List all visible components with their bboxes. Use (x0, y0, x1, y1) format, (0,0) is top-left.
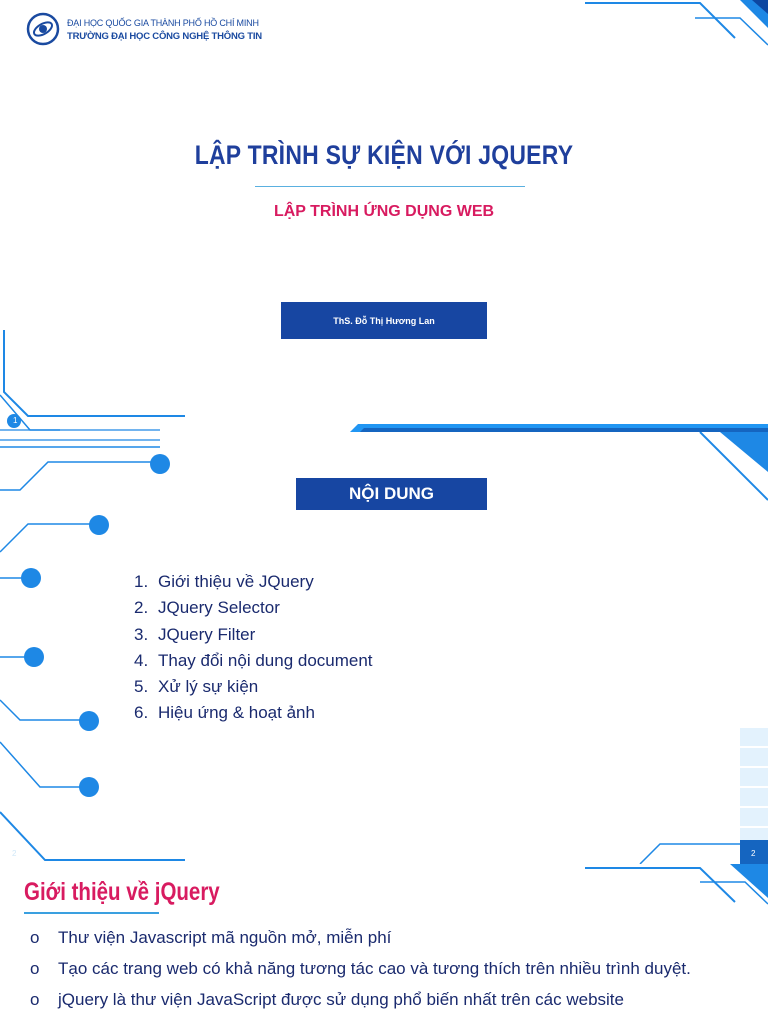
circuit-decoration (0, 0, 768, 432)
slide-contents: NỘI DUNG 1. Giới thiệu về JQuery 2. JQuery… (0, 432, 768, 864)
bullet-marker: o (30, 959, 40, 978)
item-number: 1. (134, 572, 149, 591)
title-divider (255, 186, 525, 187)
item-number: 3. (134, 624, 149, 644)
list-item: 5. Xử lý sự kiện (134, 674, 373, 700)
item-text: JQuery Selector (158, 598, 280, 618)
bullet-marker: o (30, 928, 40, 947)
bullet-marker: o (30, 990, 40, 1009)
list-item: 1. Giới thiệu về JQuery (134, 569, 373, 595)
slide-subtitle: LẬP TRÌNH ỨNG DỤNG WEB (273, 203, 495, 220)
item-number: 5. (134, 677, 149, 697)
item-number: 4. (134, 650, 149, 670)
list-item: 3. JQuery Filter (134, 622, 373, 648)
university-logo (26, 12, 60, 46)
list-item: o jQuery là thư viện JavaScript được sử d… (30, 988, 730, 1011)
page-number-right: 2 (751, 849, 756, 858)
item-text: Hiệu ứng & hoạt ảnh (158, 703, 315, 723)
list-item: o Thư viện Javascript mã nguồn mở, miễn p… (30, 926, 730, 949)
list-item: 2. JQuery Selector (134, 595, 373, 621)
bullet-text: Tạo các trang web có khả năng tương tác … (58, 959, 691, 978)
item-number: 6. (134, 703, 149, 723)
org-line-2: TRƯỜNG ĐẠI HỌC CÔNG NGHỆ THÔNG TIN (67, 31, 262, 42)
section-title: Giới thiệu về jQuery (24, 878, 220, 906)
circuit-decoration (0, 432, 768, 864)
bullet-text: Thư viện Javascript mã nguồn mở, miễn ph… (58, 928, 392, 947)
list-item: 6. Hiệu ứng & hoạt ảnh (134, 700, 373, 726)
circuit-decoration (585, 864, 768, 905)
title-underline (24, 912, 159, 914)
slide-jquery-intro: Giới thiệu về jQuery o Thư viện Javascrip… (0, 864, 768, 1024)
contents-heading: NỘI DUNG (349, 484, 434, 503)
contents-list: 1. Giới thiệu về JQuery 2. JQuery Selector… (134, 569, 373, 727)
slide-title-text: LẬP TRÌNH SỰ KIỆN VỚI JQUERY (194, 140, 574, 170)
item-text: Giới thiệu về JQuery (158, 572, 314, 591)
author-box: ThS. Đỗ Thị Hương Lan (281, 302, 487, 339)
org-line-1: ĐẠI HỌC QUỐC GIA THÀNH PHỐ HỒ CHÍ MINH (67, 18, 259, 28)
item-text: JQuery Filter (158, 624, 256, 644)
contents-heading-box: NỘI DUNG (296, 478, 487, 510)
item-text: Thay đổi nội dung document (158, 650, 373, 670)
slide-title: ĐẠI HỌC QUỐC GIA THÀNH PHỐ HỒ CHÍ MINH T… (0, 0, 768, 432)
list-item: 4. Thay đổi nội dung document (134, 648, 373, 674)
bullet-text: jQuery là thư viện JavaScript được sử dụ… (58, 990, 624, 1009)
item-text: Xử lý sự kiện (158, 677, 259, 697)
page-number: 1 (13, 416, 18, 425)
author-name: ThS. Đỗ Thị Hương Lan (333, 315, 435, 326)
item-number: 2. (134, 598, 149, 618)
page-number-left: 2 (12, 849, 17, 858)
list-item: o Tạo các trang web có khả năng tương tác… (30, 957, 730, 980)
bullet-list: o Thư viện Javascript mã nguồn mở, miễn p… (30, 926, 730, 1019)
